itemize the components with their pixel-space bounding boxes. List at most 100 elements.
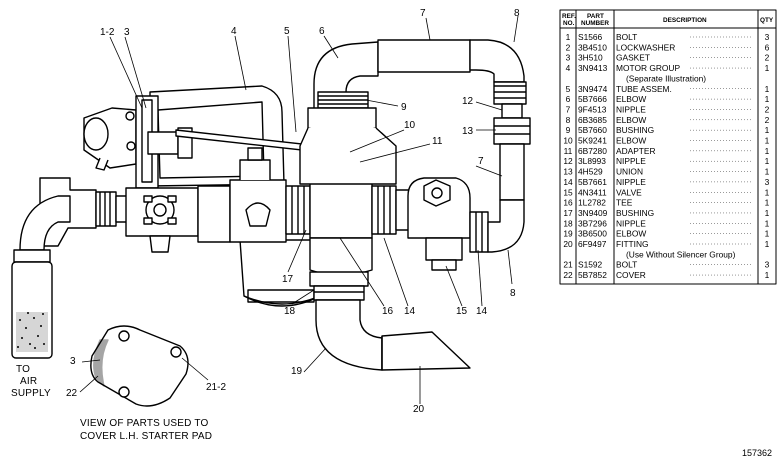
table-cell-qty: 1 (765, 94, 770, 104)
table-cell-qty: 1 (765, 270, 770, 280)
callout-13: 13 (462, 126, 474, 137)
table-cell-qty: 1 (765, 198, 770, 208)
table-cell-description: ELBOW (616, 229, 646, 239)
table-cell-qty: 3 (765, 177, 770, 187)
table-row: 12 3L8993 NIPPLE 1 (563, 156, 770, 167)
text-mask (615, 42, 678, 53)
text-mask (615, 228, 649, 239)
table-cell-ref: 7 (566, 104, 571, 114)
air-supply-line-3: SUPPLY (11, 388, 51, 399)
table-cell-ref: 22 (563, 270, 573, 280)
table-cell-description: BOLT (616, 260, 637, 270)
table-cell-ref: 16 (563, 198, 573, 208)
table-cell-description: COVER (616, 270, 646, 280)
table-cell-ref: 13 (563, 167, 573, 177)
table-cell-part-number: 5B7660 (578, 125, 607, 135)
text-mask (625, 73, 709, 84)
text-mask (615, 114, 649, 125)
table-cell-part-number: 3B7296 (578, 218, 607, 228)
table-cell-ref: 12 (563, 156, 573, 166)
text-mask (615, 270, 648, 281)
table-cell-description: ADAPTER (616, 146, 656, 156)
callout-5: 5 (284, 26, 290, 37)
table-cell-qty: 1 (765, 156, 770, 166)
text-mask (615, 83, 674, 94)
callout-8-right: 8 (510, 288, 516, 299)
table-cell-description: BUSHING (616, 125, 654, 135)
table-cell-part-number: 3N9409 (578, 208, 608, 218)
header-part-line-2: NUMBER (581, 20, 609, 27)
table-cell-ref: 2 (566, 42, 571, 52)
header-part-line-1: PART (587, 13, 604, 20)
table-cell-ref: 20 (563, 239, 573, 249)
callout-19: 19 (291, 366, 303, 377)
valve-15-drawing (407, 177, 489, 271)
table-cell-description: (Use Without Silencer Group) (626, 249, 736, 259)
table-cell-ref: 15 (563, 187, 573, 197)
table-cell-description: LOCKWASHER (616, 42, 675, 52)
table-cell-ref: 8 (566, 115, 571, 125)
text-mask (625, 249, 738, 260)
table-cell-description: BOLT (616, 32, 637, 42)
header-description: DESCRIPTION (663, 17, 707, 24)
table-cell-ref: 21 (563, 260, 573, 270)
table-cell-qty: 1 (765, 84, 770, 94)
table-cell-part-number: S1566 (578, 32, 603, 42)
table-cell-description: TEE (616, 198, 633, 208)
table-cell-part-number: 3B6500 (578, 229, 607, 239)
table-cell-description: VALVE (616, 187, 642, 197)
air-supply-line-1: TO (16, 364, 30, 375)
table-cell-qty: 1 (765, 208, 770, 218)
table-cell-ref: 3 (566, 53, 571, 63)
table-cell-part-number: 5B7852 (578, 270, 607, 280)
air-supply-caption: TO AIR SUPPLY (11, 364, 51, 399)
starter-pad-cover-drawing (79, 325, 209, 407)
callout-7-top: 7 (420, 8, 426, 19)
table-cell-qty: 1 (765, 63, 770, 73)
table-cell-part-number: 5B7666 (578, 94, 607, 104)
table-row: (Separate Illustration) (625, 73, 709, 84)
table-cell-part-number: 3B4510 (578, 42, 607, 52)
text-mask (615, 187, 645, 198)
text-mask (615, 94, 649, 105)
callout-6: 6 (319, 26, 325, 37)
callout-3-cover: 3 (70, 356, 76, 367)
table-cell-part-number: 6F9497 (578, 239, 607, 249)
table-cell-description: ELBOW (616, 94, 646, 104)
table-cell-ref: 18 (563, 218, 573, 228)
text-mask (615, 218, 649, 229)
table-cell-qty: 3 (765, 32, 770, 42)
callout-18: 18 (284, 306, 296, 317)
table-cell-part-number: 3L8993 (578, 156, 606, 166)
callout-7-right: 7 (478, 156, 484, 167)
table-cell-qty: 1 (765, 146, 770, 156)
table-cell-description: ELBOW (616, 115, 646, 125)
table-cell-description: TUBE ASSEM. (616, 84, 672, 94)
view-parts-line-2: COVER L.H. STARTER PAD (80, 431, 212, 442)
table-row: 22 5B7852 COVER 1 (563, 270, 770, 281)
callout-labels: 1-2 3 4 5 6 7 8 9 10 11 12 13 7 8 14 15 … (66, 8, 520, 415)
table-cell-description: NIPPLE (616, 156, 646, 166)
callout-8-top: 8 (514, 8, 520, 19)
table-cell-qty: 1 (765, 218, 770, 228)
table-cell-ref: 10 (563, 136, 573, 146)
table-cell-ref: 17 (563, 208, 573, 218)
table-cell-part-number: 4H529 (578, 167, 603, 177)
view-parts-caption: VIEW OF PARTS USED TO COVER L.H. STARTER… (80, 418, 212, 442)
table-cell-part-number: 5B7661 (578, 177, 607, 187)
callout-4: 4 (231, 26, 237, 37)
table-cell-part-number: 5K9241 (578, 136, 607, 146)
table-cell-part-number: 3H510 (578, 53, 603, 63)
text-mask (615, 197, 635, 208)
